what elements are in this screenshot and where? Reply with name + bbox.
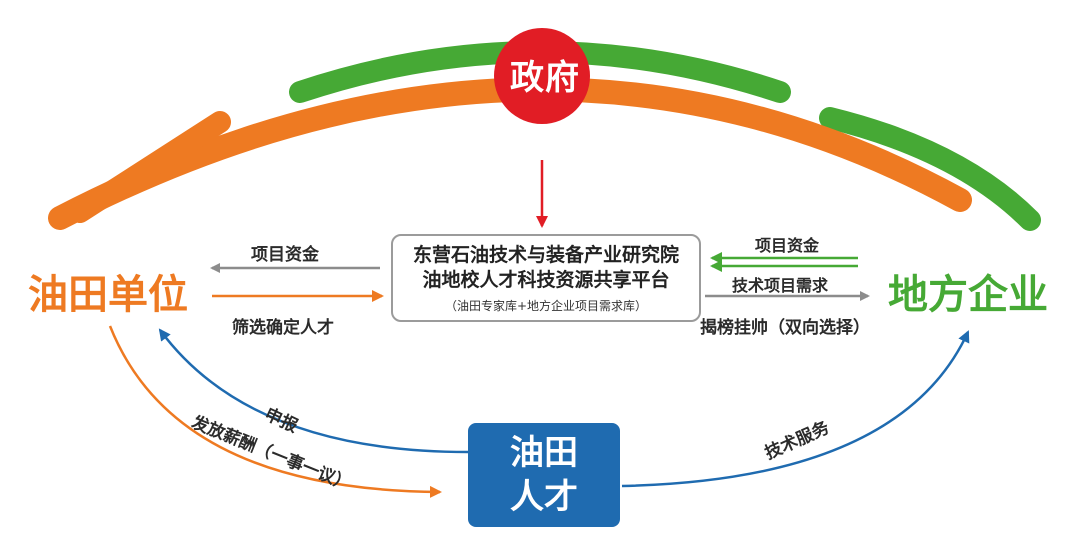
right-demand-label: 技术项目需求 bbox=[732, 276, 829, 295]
talent-line2: 人才 bbox=[510, 477, 578, 517]
right-match-label: 揭榜挂帅（双向选择） bbox=[700, 318, 870, 338]
apply-arrow bbox=[158, 328, 469, 454]
government-label: 政府 bbox=[510, 58, 580, 98]
green-arc-right bbox=[819, 107, 1041, 231]
talent-line1: 油田 bbox=[510, 433, 578, 473]
service-arrow bbox=[621, 330, 970, 488]
oilfield-unit-label: 油田单位 bbox=[28, 272, 188, 318]
local-enterprise-label: 地方企业 bbox=[888, 272, 1048, 318]
government-circle bbox=[494, 28, 590, 124]
left-fund-label: 项目资金 bbox=[251, 245, 319, 265]
oilfield-talent-box: 油田 人才 bbox=[468, 423, 620, 527]
orange-arc-left bbox=[69, 111, 231, 223]
sharing-platform-box: 东营石油技术与装备产业研究院 油地校人才科技资源共享平台 （油田专家库+地方企业… bbox=[391, 234, 701, 322]
right-fund-label: 项目资金 bbox=[755, 236, 820, 255]
platform-title-line2: 油地校人才科技资源共享平台 bbox=[422, 269, 670, 291]
platform-title-line1: 东营石油技术与装备产业研究院 bbox=[412, 244, 679, 266]
salary-arrow bbox=[108, 325, 442, 498]
left-select-label: 筛选确定人才 bbox=[232, 318, 334, 338]
platform-subtitle: （油田专家库+地方企业项目需求库） bbox=[444, 299, 648, 313]
